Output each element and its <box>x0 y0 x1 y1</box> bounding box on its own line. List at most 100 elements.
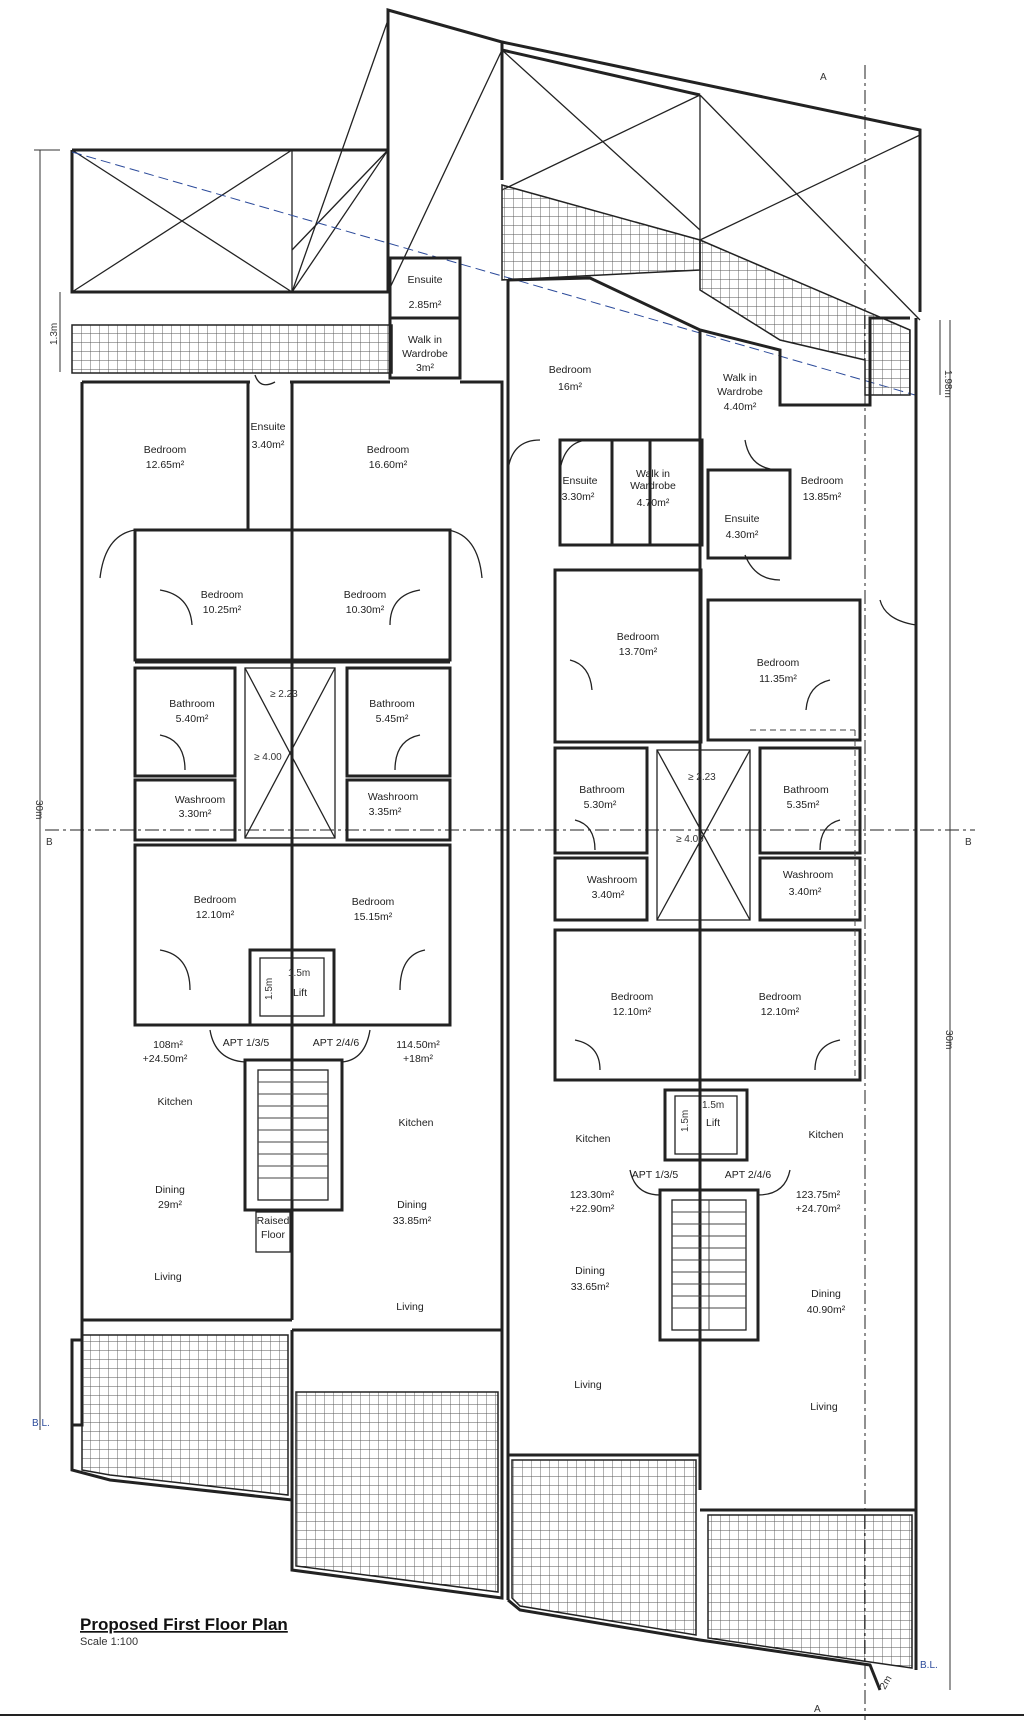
section-a-top: A <box>820 72 827 83</box>
bedroom-area: 13.85m² <box>803 491 842 503</box>
bedroom-area: 12.65m² <box>146 459 185 471</box>
bedroom-label: Bedroom <box>344 589 387 601</box>
bedroom-label: Bedroom <box>144 444 187 456</box>
washroom-area: 3.35m² <box>369 806 402 818</box>
washroom-label: Washroom <box>587 874 638 886</box>
walkin-top-label: Walk in <box>408 334 442 346</box>
left-building <box>70 256 504 1600</box>
building-line-left: B.L. <box>32 1418 50 1429</box>
bathroom-label: Bathroom <box>783 784 829 796</box>
bathroom-label: Bathroom <box>579 784 625 796</box>
apt-area: 114.50m² <box>396 1039 440 1051</box>
balcony-left-1 <box>81 1334 289 1496</box>
bedroom-area: 15.15m² <box>354 911 393 923</box>
bathroom-label: Bathroom <box>369 698 415 710</box>
living-label: Living <box>574 1379 602 1391</box>
bedroom-label: Bedroom <box>367 444 410 456</box>
terrace-top-left <box>71 324 393 374</box>
apt-label: APT 2/4/6 <box>725 1169 772 1181</box>
dining-label: Dining <box>575 1265 605 1277</box>
raised-floor-label: Raised <box>257 1215 290 1227</box>
walkin-top-area: 3m² <box>416 362 435 374</box>
bathroom-area: 5.35m² <box>787 799 820 811</box>
ensuite-area: 3.40m² <box>252 439 285 451</box>
stairs-left <box>258 1070 328 1200</box>
bedroom-area: 10.30m² <box>346 604 385 616</box>
bedroom-area: 12.10m² <box>613 1006 652 1018</box>
kitchen-label: Kitchen <box>157 1096 192 1108</box>
apt-area: +18m² <box>403 1053 434 1065</box>
apt-area: +22.90m² <box>570 1203 615 1215</box>
section-b-right: B <box>965 837 972 848</box>
right-building <box>506 276 918 1691</box>
bedroom-label: Bedroom <box>194 894 237 906</box>
walkin-area: 4.70m² <box>637 497 670 509</box>
ensuite-label: Ensuite <box>250 421 285 433</box>
walkin-label2: Wardrobe <box>717 386 763 398</box>
doors-right <box>507 439 917 1196</box>
washroom-area: 3.40m² <box>789 886 822 898</box>
bedroom-area: 10.25m² <box>203 604 242 616</box>
bedroom-label: Bedroom <box>617 631 660 643</box>
apt-area: +24.50m² <box>143 1053 188 1065</box>
bedroom-label: Bedroom <box>352 896 395 908</box>
section-b-left: B <box>46 837 53 848</box>
lift-label: Lift <box>706 1117 720 1129</box>
labels: Ensuite 2.85m² Walk in Wardrobe 3m² Bedr… <box>32 72 972 1715</box>
ensuite-label: Ensuite <box>724 513 759 525</box>
stairs-right <box>672 1200 746 1330</box>
building-line-right: B.L. <box>920 1660 938 1671</box>
balcony-right-1 <box>511 1459 697 1636</box>
lift-label: Lift <box>293 987 307 999</box>
clearance-dim: ≥ 2.23 <box>688 772 716 783</box>
bedroom-label: Bedroom <box>759 991 802 1003</box>
bedroom-label: Bedroom <box>549 364 592 376</box>
living-label: Living <box>396 1301 424 1313</box>
washroom-label: Washroom <box>175 794 226 806</box>
kitchen-label: Kitchen <box>808 1129 843 1141</box>
raised-floor-label2: Floor <box>261 1229 285 1241</box>
ensuite-area: 3.30m² <box>562 491 595 503</box>
apt-area: 123.30m² <box>570 1189 615 1201</box>
kitchen-label: Kitchen <box>398 1117 433 1129</box>
bathroom-area: 5.40m² <box>176 713 209 725</box>
living-label: Living <box>810 1401 838 1413</box>
bathroom-area: 5.45m² <box>376 713 409 725</box>
dining-area: 29m² <box>158 1199 182 1211</box>
section-a-bottom: A <box>814 1704 821 1715</box>
bedroom-label: Bedroom <box>801 475 844 487</box>
apt-label: APT 2/4/6 <box>313 1037 360 1049</box>
balcony-left-2 <box>295 1391 499 1593</box>
apt-area: 123.75m² <box>796 1189 841 1201</box>
washroom-label: Washroom <box>368 791 419 803</box>
lift-dim: 1.5m <box>702 1100 724 1111</box>
clearance-dim: ≥ 4.00 <box>676 834 704 845</box>
dining-area: 33.65m² <box>571 1281 610 1293</box>
bedroom-label: Bedroom <box>201 589 244 601</box>
dim-30m-right: 30m <box>943 1030 954 1049</box>
clearance-dim: ≥ 2.23 <box>270 689 298 700</box>
apt-area: +24.70m² <box>796 1203 841 1215</box>
kitchen-label: Kitchen <box>575 1133 610 1145</box>
lift-dim: 1.5m <box>680 1110 691 1132</box>
roof-structure <box>70 8 922 396</box>
bedroom-area: 16.60m² <box>369 459 408 471</box>
bathroom-area: 5.30m² <box>584 799 617 811</box>
balcony-right-2 <box>707 1514 913 1669</box>
washroom-area: 3.30m² <box>179 808 212 820</box>
lift-dim: 1.5m <box>288 968 310 979</box>
ensuite-top-area: 2.85m² <box>409 299 442 311</box>
washroom-label: Washroom <box>783 869 834 881</box>
apt-area: 108m² <box>153 1039 183 1051</box>
apt-label: APT 1/3/5 <box>632 1169 679 1181</box>
dim-1-98m: 1.98m <box>942 370 953 398</box>
plan-title: Proposed First Floor Plan <box>80 1615 288 1634</box>
walkin-top-label2: Wardrobe <box>402 348 448 360</box>
walkin-label2: Wardrobe <box>630 480 676 492</box>
bedroom-area: 13.70m² <box>619 646 658 658</box>
bathroom-label: Bathroom <box>169 698 215 710</box>
walkin-label: Walk in <box>723 372 757 384</box>
dining-label: Dining <box>397 1199 427 1211</box>
walkin-label: Walk in <box>636 468 670 480</box>
